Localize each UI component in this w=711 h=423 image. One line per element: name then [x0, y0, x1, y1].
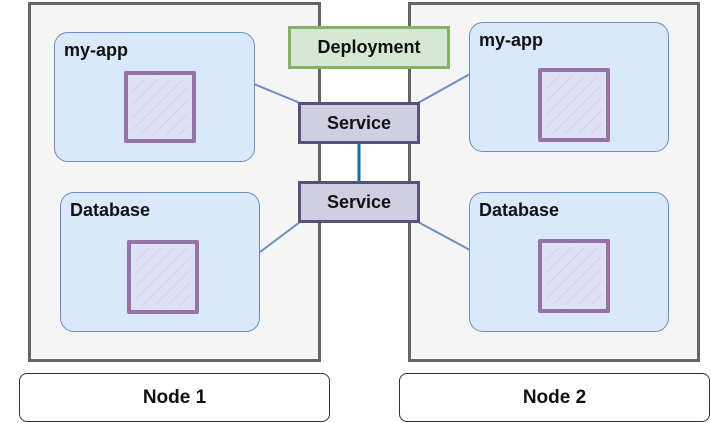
- connector-node2-myapp-service: [417, 73, 471, 104]
- pod-node1-myapp: my-app: [54, 32, 255, 162]
- service-box-bottom: Service: [298, 181, 420, 223]
- connector-node1-myapp-service: [253, 83, 301, 104]
- container-icon: [538, 68, 610, 142]
- pod-node2-myapp: my-app: [469, 22, 669, 152]
- connector-node1-db-service: [259, 221, 301, 253]
- pod-node1-database: Database: [60, 192, 260, 332]
- pod-label: Database: [70, 200, 151, 220]
- connector-node2-db-service: [417, 221, 471, 251]
- container-icon: [124, 71, 196, 143]
- pod-label: my-app: [64, 40, 129, 60]
- node-1-label: Node 1: [19, 373, 330, 422]
- node-2-label: Node 2: [399, 373, 710, 422]
- pod-label: Database: [479, 200, 560, 220]
- service-box-top: Service: [298, 102, 420, 144]
- container-icon: [127, 240, 199, 314]
- deployment-box: Deployment: [288, 26, 450, 69]
- container-icon: [538, 239, 610, 313]
- pod-label: my-app: [479, 30, 544, 50]
- pod-node2-database: Database: [469, 192, 669, 332]
